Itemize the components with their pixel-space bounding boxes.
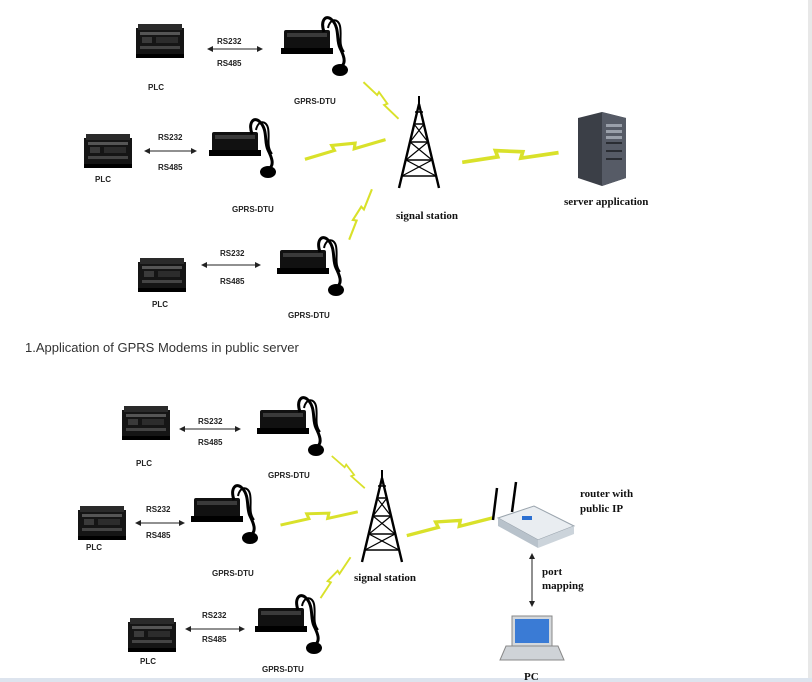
rs232-label: RS232 [158, 133, 183, 142]
plc-bottom-3 [128, 618, 176, 652]
rs485-label: RS485 [146, 531, 171, 540]
signal-bolt [315, 554, 355, 600]
signal-bolt [403, 512, 496, 538]
signal-bolt [330, 451, 368, 492]
rs232-label: RS232 [146, 505, 171, 514]
signal-station-label: signal station [354, 572, 416, 584]
gprs-dtu-top-1 [279, 16, 350, 78]
dtu-label: GPRS-DTU [294, 97, 336, 106]
server-application-label: server application [564, 196, 648, 208]
dtu-label: GPRS-DTU [232, 205, 274, 214]
rs485-label: RS485 [220, 277, 245, 286]
plc-bottom-1 [122, 406, 170, 440]
dtu-label: GPRS-DTU [262, 665, 304, 674]
mapping-label: mapping [542, 580, 584, 592]
laptop-icon [499, 615, 565, 661]
server-icon [578, 112, 626, 186]
plc-label: PLC [86, 543, 102, 552]
plc-top-3 [138, 258, 186, 292]
plc-label: PLC [148, 83, 164, 92]
figure-caption: 1.Application of GPRS Modems in public s… [25, 340, 299, 355]
dtu-label: GPRS-DTU [268, 471, 310, 480]
gprs-dtu-top-2 [207, 118, 278, 180]
rs485-label: RS485 [217, 59, 242, 68]
signal-bolt [460, 146, 561, 165]
dtu-label: GPRS-DTU [288, 311, 330, 320]
plc-label: PLC [140, 657, 156, 666]
router-icon [491, 481, 576, 548]
rs232-label: RS232 [198, 417, 223, 426]
rs485-label: RS485 [198, 438, 223, 447]
router-label-line1: router with [580, 488, 633, 500]
port-label: port [542, 566, 563, 578]
rs485-label: RS485 [158, 163, 183, 172]
plc-label: PLC [95, 175, 111, 184]
gprs-dtu-top-3 [275, 236, 346, 298]
signal-station-label: signal station [396, 210, 458, 222]
pc-label: PC [524, 671, 539, 682]
signal-bolt [342, 187, 377, 241]
rs485-label: RS485 [202, 635, 227, 644]
rs232-label: RS232 [202, 611, 227, 620]
signal-bolt [362, 77, 402, 122]
plc-top-1 [136, 24, 184, 58]
signal-bolt [301, 134, 389, 161]
bottom-edge [0, 678, 812, 682]
plc-label: PLC [152, 300, 168, 309]
page-scrollbar[interactable] [808, 0, 812, 682]
gprs-dtu-bottom-3 [253, 594, 324, 656]
gprs-dtu-bottom-1 [255, 396, 326, 458]
tower-icon [360, 468, 404, 564]
rs232-label: RS232 [217, 37, 242, 46]
router-label-line2: public IP [580, 503, 623, 515]
gprs-dtu-bottom-2 [189, 484, 260, 546]
plc-bottom-2 [78, 506, 126, 540]
plc-label: PLC [136, 459, 152, 468]
tower-icon [397, 94, 441, 190]
rs232-label: RS232 [220, 249, 245, 258]
signal-bolt [278, 506, 360, 527]
dtu-label: GPRS-DTU [212, 569, 254, 578]
plc-top-2 [84, 134, 132, 168]
